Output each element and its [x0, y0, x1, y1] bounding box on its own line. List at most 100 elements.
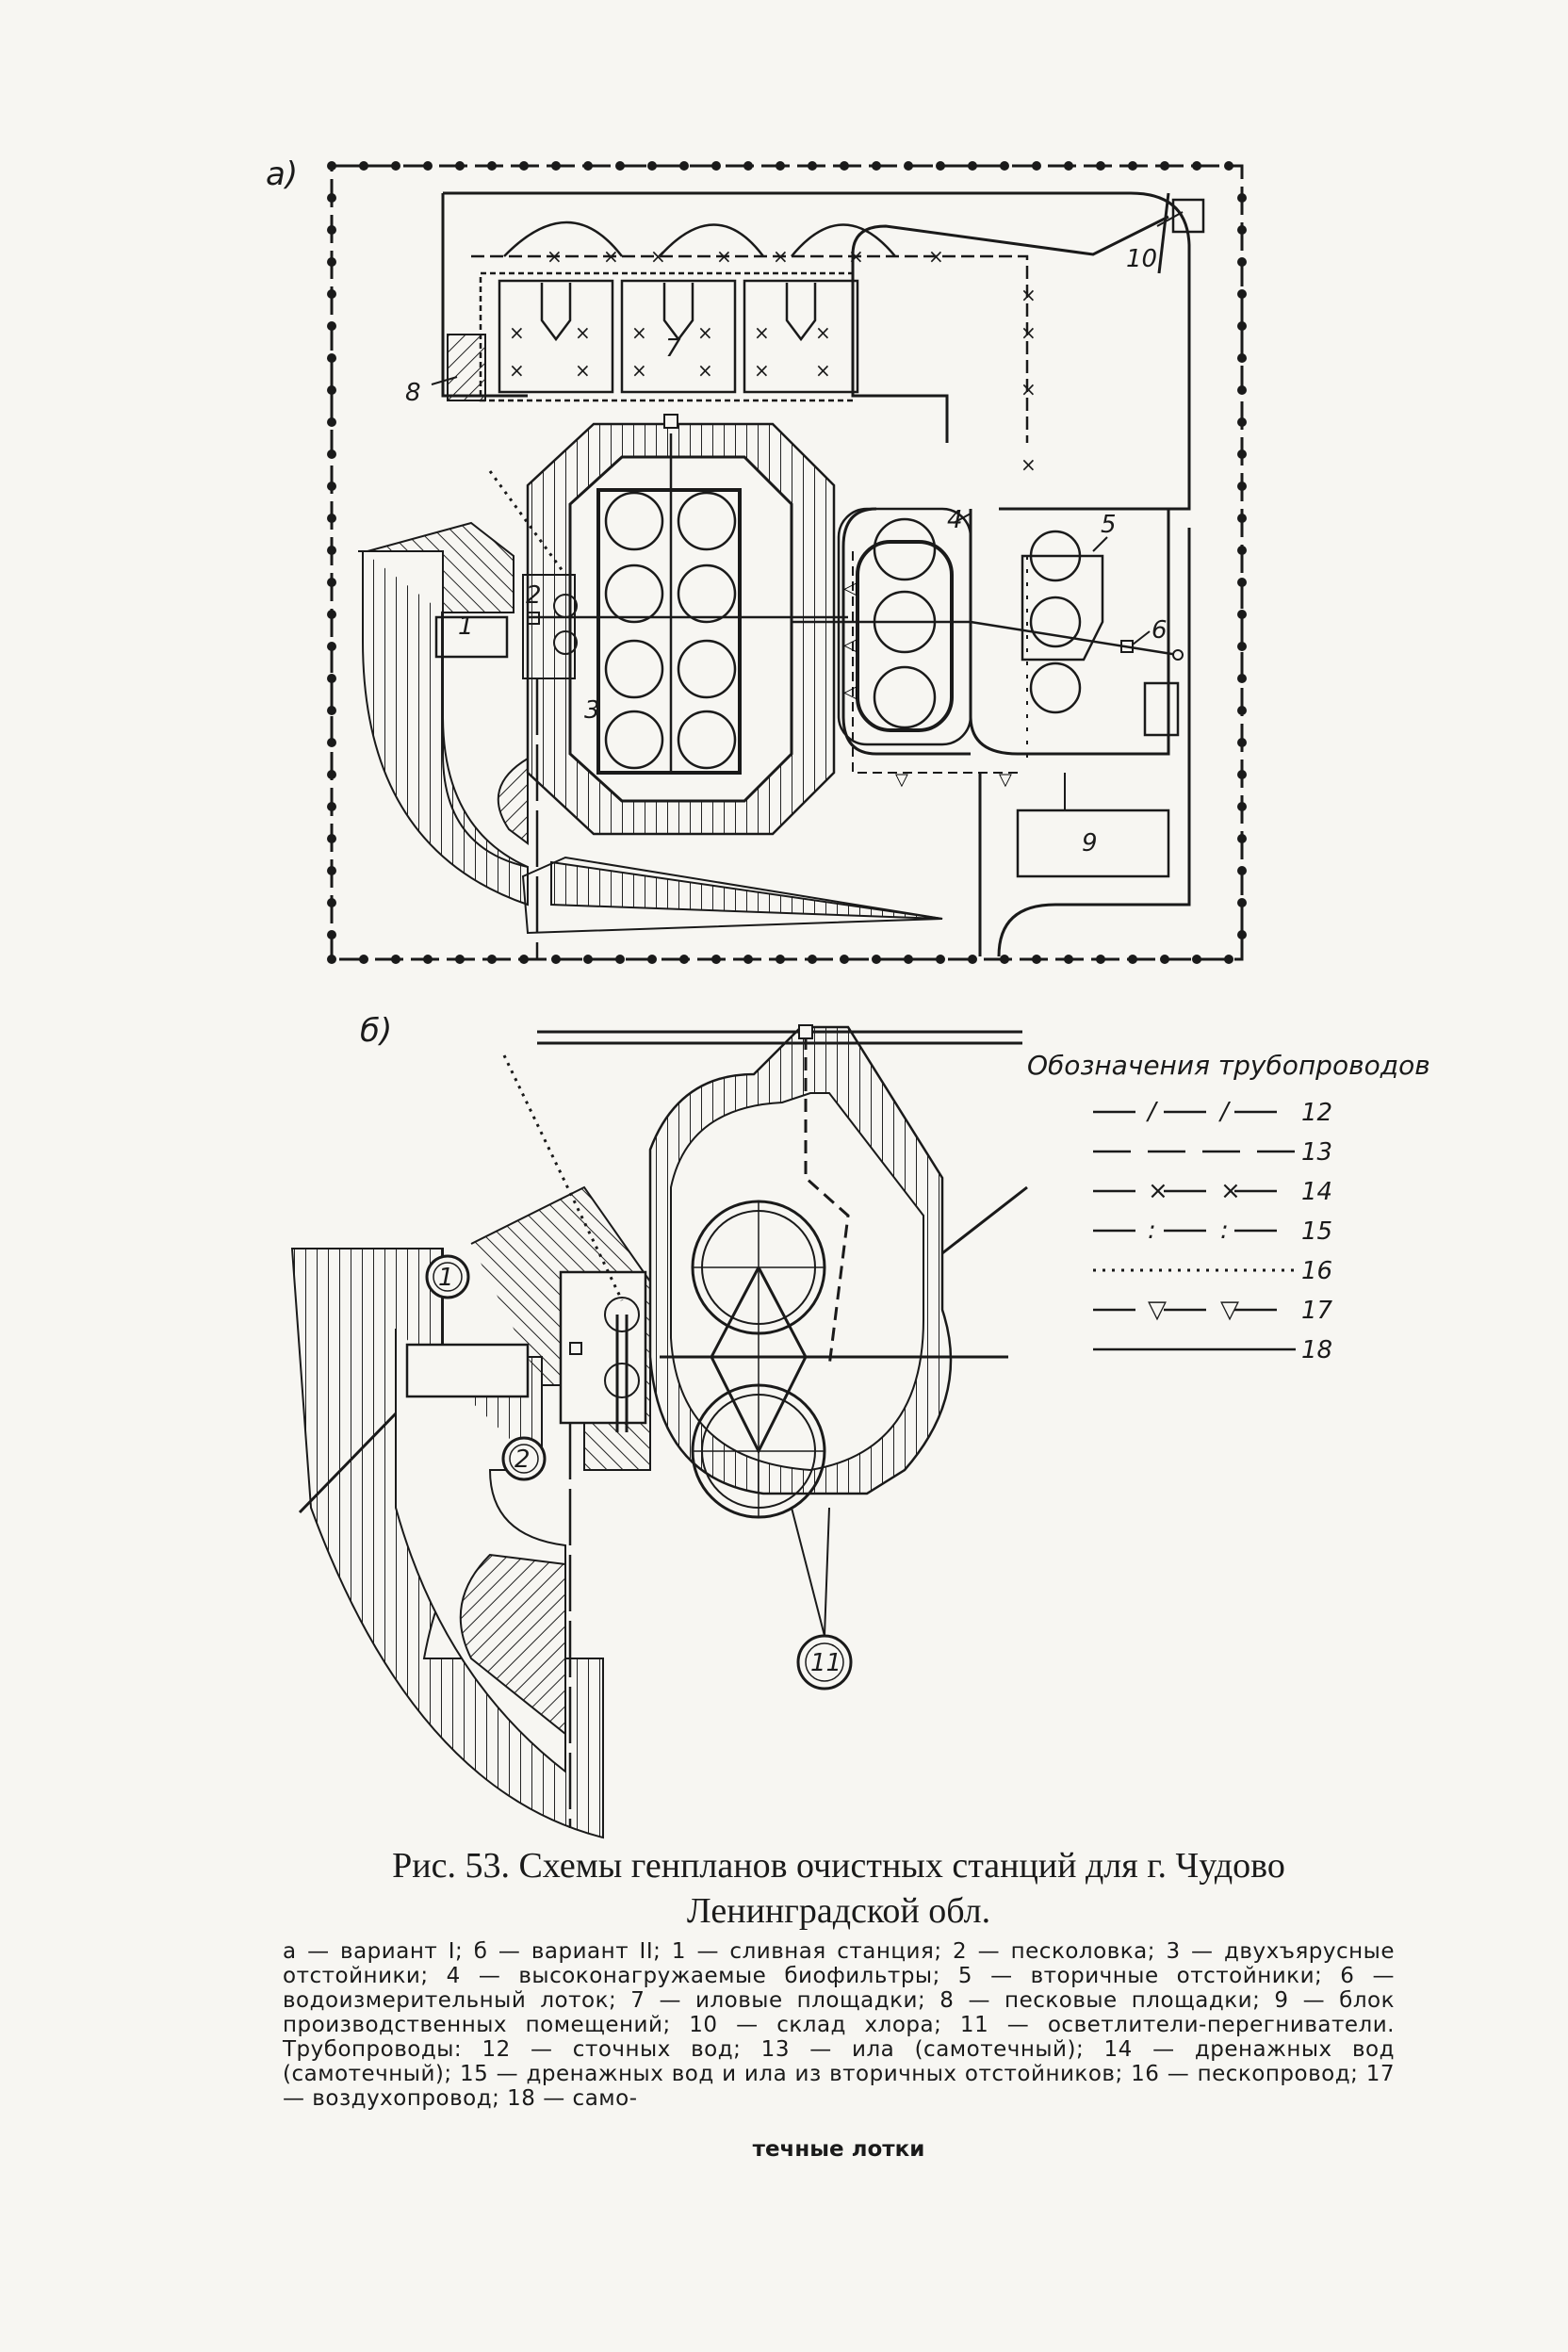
fence-post: [1237, 353, 1247, 363]
fence-post: [1237, 898, 1247, 907]
svg-text:◁: ◁: [843, 635, 857, 655]
fence-post: [904, 955, 913, 964]
fence-post: [327, 610, 336, 619]
fence-post: [423, 161, 433, 171]
fence-post: [1128, 955, 1137, 964]
fence-post: [743, 955, 753, 964]
fence-post: [1128, 161, 1137, 171]
figure-caption-last-line: течные лотки: [752, 2137, 925, 2162]
pipeline-legend: Обозначения трубопроводов //1213××14::15…: [1027, 1050, 1430, 1364]
fence-post: [327, 417, 336, 427]
label-9: 9: [1082, 829, 1098, 858]
fence-post: [551, 161, 561, 171]
fence-post: [1000, 955, 1009, 964]
fence-post: [551, 955, 561, 964]
production-block-9: [1016, 808, 1170, 878]
fence-post: [743, 161, 753, 171]
legend-mark-cross: ×: [1220, 1177, 1241, 1205]
svg-text:×: ×: [928, 245, 944, 268]
fence-post: [647, 161, 657, 171]
label-8: 8: [405, 379, 421, 407]
label-b-1: 1: [438, 1264, 454, 1292]
legend-mark-triangle: ▽: [1220, 1296, 1239, 1324]
fence-post: [1237, 417, 1247, 427]
fence-post: [1237, 930, 1247, 939]
label-3: 3: [584, 696, 600, 725]
label-7: 7: [665, 335, 681, 363]
legend-row-13: 13: [1093, 1138, 1332, 1167]
fence-post: [327, 738, 336, 747]
fence-post: [615, 161, 625, 171]
fence-post: [1237, 738, 1247, 747]
fence-post: [1096, 955, 1105, 964]
legend-mark-slash: /: [1146, 1098, 1159, 1126]
fence-post: [1224, 955, 1233, 964]
legend-row-15: ::15: [1093, 1217, 1332, 1246]
fence-post: [1064, 955, 1073, 964]
legend-mark-colon: :: [1148, 1217, 1156, 1245]
fence-post: [327, 449, 336, 459]
fence-post: [711, 161, 721, 171]
legend-number: 18: [1301, 1336, 1332, 1364]
svg-text:×: ×: [848, 245, 864, 268]
fence-post: [936, 955, 945, 964]
fence-post: [455, 161, 465, 171]
fence-post: [1064, 161, 1073, 171]
fence-post: [904, 161, 913, 171]
legend-mark-cross: ×: [1148, 1177, 1168, 1205]
fence-post: [359, 161, 368, 171]
fence-post: [327, 674, 336, 683]
fence-post: [808, 161, 817, 171]
fence-post: [1237, 257, 1247, 267]
west-embankment: [358, 521, 943, 935]
label-1: 1: [458, 612, 474, 641]
legend-row-17: ▽▽17: [1093, 1296, 1333, 1325]
fence-post: [1000, 161, 1009, 171]
panel-b-labels: 1 2 11: [438, 1264, 841, 1677]
legend-number: 15: [1301, 1217, 1332, 1246]
fence-post: [327, 225, 336, 235]
svg-text:◁: ◁: [843, 579, 857, 598]
fence-post: [359, 955, 368, 964]
label-b-2: 2: [514, 1446, 531, 1474]
fence-post: [327, 289, 336, 299]
fence-post: [327, 385, 336, 395]
svg-text:×: ×: [815, 359, 831, 382]
panel-a-labels: 1 2 3 4 5 6 7 8 9 10: [405, 245, 1168, 858]
sand-beds-8: [447, 334, 486, 401]
svg-text:×: ×: [547, 245, 563, 268]
fence-post: [1237, 225, 1247, 235]
svg-text:×: ×: [1021, 321, 1037, 344]
fence-post: [711, 955, 721, 964]
svg-text:×: ×: [754, 321, 770, 344]
figure-caption-body: а — вариант I; б — вариант II; 1 — сливн…: [283, 1939, 1395, 2111]
fence-post: [1237, 674, 1247, 683]
fence-post: [1237, 385, 1247, 395]
fence-post: [487, 161, 497, 171]
fence-post: [1237, 866, 1247, 875]
fence-post: [519, 955, 529, 964]
fence-post: [487, 955, 497, 964]
fence-post: [936, 161, 945, 171]
fence-post: [679, 161, 689, 171]
biofilters-4: ◁ ◁ ◁ ▽ ▽: [792, 507, 1018, 790]
fence-post: [1237, 802, 1247, 811]
fence-post: [327, 353, 336, 363]
fence-post: [327, 834, 336, 843]
fence-post: [776, 955, 785, 964]
svg-text:×: ×: [754, 359, 770, 382]
legend-mark-triangle: ▽: [1148, 1296, 1167, 1324]
fence-post: [327, 802, 336, 811]
label-4: 4: [947, 506, 963, 534]
figure-caption-title: Рис. 53. Схемы генпланов очистных станци…: [392, 1846, 1285, 1931]
fence-post: [327, 898, 336, 907]
fence-post: [1160, 955, 1169, 964]
label-10: 10: [1126, 245, 1157, 273]
fence-post: [679, 955, 689, 964]
site-fence: [327, 161, 1247, 964]
svg-text:×: ×: [716, 245, 732, 268]
fence-post: [327, 770, 336, 779]
fence-post: [391, 955, 400, 964]
